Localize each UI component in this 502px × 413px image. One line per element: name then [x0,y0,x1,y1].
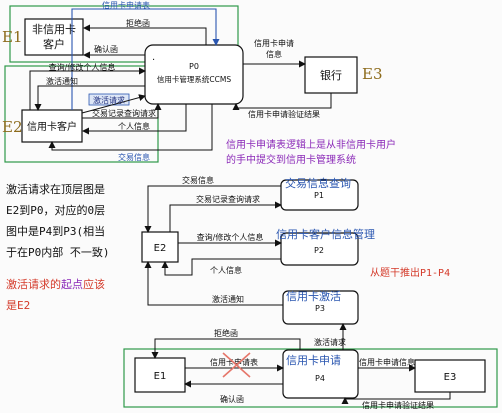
entity-noncard-customer [24,18,84,56]
flow-apply-info-top-label-2: 信息 [266,49,282,59]
process-p2 [280,232,359,266]
flow-activation-request-top-label: 激活请求 [93,95,125,105]
green-highlight-top [9,5,239,63]
p1-handwritten: 交易信息查询 [285,176,351,190]
flow-confirm-top-label: 确认函 [94,44,118,54]
flow-txn-query-top-label: 交易记录查询请求 [92,108,156,118]
p0-dot: . [152,52,155,63]
label-e2: E2 [2,118,23,136]
flow-query-modify-top [29,67,146,110]
p4-id: P4 [315,374,325,383]
flow-verify-result-top-label: 信用卡申请验证结果 [248,109,320,119]
flow-reject-bottom [151,338,301,359]
flow-personal-info-top [82,104,187,135]
flow-verify-result-bottom-label: 信用卡申请验证结果 [362,400,434,410]
p2-id: P2 [314,246,324,255]
flow-reject-top-label: 拒绝函 [126,18,150,28]
flow-apply-info-top-label-1: 信用卡申请 [254,38,294,48]
label-e1: E1 [2,28,23,46]
flow-personal-info-top-label: 个人信息 [118,121,150,131]
flow-txn-info-top [48,104,213,151]
flow-reject-top [83,24,207,45]
flow-query-modify-top-label: 查询/修改个人信息 [49,62,116,72]
flow-txn-info-top-label: 交易信息 [118,152,150,162]
flow-activation-notice-bottom-label: 激活通知 [212,294,244,304]
p3-handwritten: 信用卡激活 [286,289,341,303]
note-red-line-1: 激活请求的起点应该 [6,277,105,291]
note-purple-line-2: 的手中提交到信用卡管理系统 [226,153,356,166]
note-purple-line-1: 信用卡申请表逻辑上是从非信用卡用户 [226,138,396,151]
p4-handwritten: 信用卡申请 [286,354,341,367]
bank-label: 银行 [320,68,342,82]
note-red-suffix: 应该 [83,277,105,291]
flow-confirm-bottom-label: 确认函 [220,394,244,404]
entity-noncard-label-2: 客户 [43,37,65,51]
flow-reject-bottom-label: 拒绝函 [214,328,238,338]
entity-e3-bottom-label: E3 [444,372,457,383]
cross-mark [222,352,251,378]
p2-handwritten: 信用卡客户信息管理 [276,227,375,241]
entity-e1-bottom-label: E1 [154,371,167,382]
entity-e2-bottom [141,231,179,263]
process-p4 [282,349,359,399]
note-red-line-2: 是E2 [6,299,30,312]
process-p0 [144,44,244,105]
flow-apply-request-top-label: 信用卡申请表 [102,0,150,10]
flow-txn-query-bottom-label: 交易记录查询请求 [196,194,260,204]
entity-bank [304,56,358,94]
p0-name: 信用卡管理系统CCMS [157,74,231,84]
entity-e1-bottom [134,357,186,393]
entity-card-customer-label: 信用卡客户 [27,120,77,133]
label-e3: E3 [362,65,383,83]
note-black-line-2: E2到P0，对应的0层 [6,203,105,217]
flow-apply-request-top [71,8,220,110]
flow-txn-query-bottom [169,201,282,232]
process-p1 [280,179,359,211]
flow-personal-info-bottom-label: 个人信息 [210,265,242,275]
flow-txn-query-top [82,103,162,119]
activation-request-highlight [88,93,130,106]
process-p3 [282,290,359,325]
entity-e2-bottom-label: E2 [154,243,167,254]
entity-noncard-label-1: 非信用卡 [32,23,76,36]
flow-activation-request-top [81,94,146,114]
annotations: 信用卡申请表逻辑上是从非信用卡用户 的手中提交到信用卡管理系统 激活请求在顶层图… [6,138,450,312]
flow-verify-result-top [232,93,332,110]
flow-activation-notice-top [34,85,145,111]
flow-activation-notice-top-label: 激活通知 [46,76,78,86]
note-black-line-4: 于在P0内部 不一致) [6,245,110,259]
entity-e3-bottom [414,359,486,393]
flow-activation-notice-bottom [144,261,283,306]
note-red-prefix: 激活请求的 [6,277,61,291]
note-black-line-1: 激活请求在顶层图是 [6,182,105,196]
flow-txn-info-bottom-label: 交易信息 [182,175,214,185]
level0-diagram: E2 P1 交易信息查询 P2 信用卡客户信息管理 P3 信用卡激活 P4 信用… [123,175,498,410]
note-infer: 从题干推出P1-P4 [370,266,450,279]
flow-activation-request-bottom-label: 激活请求 [314,337,346,347]
flow-apply-info-bottom-label: 信用卡申请信息 [359,357,415,367]
flow-txn-info-bottom [144,185,281,233]
note-red-keyword: 起点 [61,278,83,291]
note-black-line-3: 图中是P4到P3(相当 [6,224,105,238]
green-highlight-bottom [123,348,498,408]
p3-id: P3 [315,304,325,313]
p1-id: P1 [314,191,324,200]
flow-verify-result-bottom [341,392,451,404]
flow-personal-info-bottom [161,258,281,276]
flow-query-modify-bottom-label: 查询/修改个人信息 [197,232,264,242]
p0-id: P0 [189,62,199,71]
top-context-diagram: 非信用卡 客户 信用卡客户 . P0 信用卡管理系统CCMS 银行 E1 E2 … [2,0,383,163]
